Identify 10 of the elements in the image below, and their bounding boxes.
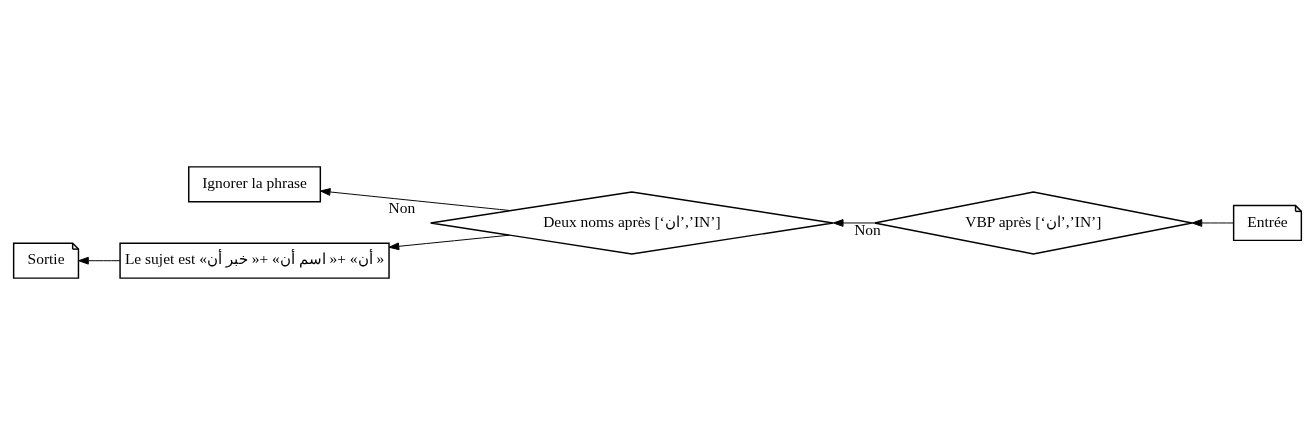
arrow <box>388 234 510 251</box>
node-box: Le sujet est «أن» +« اسم أن» +« خبر أن » <box>119 242 390 279</box>
node-box: Ignorer la phrase <box>188 166 322 203</box>
arrow <box>832 219 875 227</box>
arrow <box>319 188 512 212</box>
node-diamond: Deux noms après [‘ان’,’IN’] <box>429 191 834 255</box>
arrow <box>1191 219 1234 227</box>
edge-label: Non <box>854 221 881 239</box>
arrow <box>78 256 121 265</box>
edge-label: Non <box>388 199 416 217</box>
